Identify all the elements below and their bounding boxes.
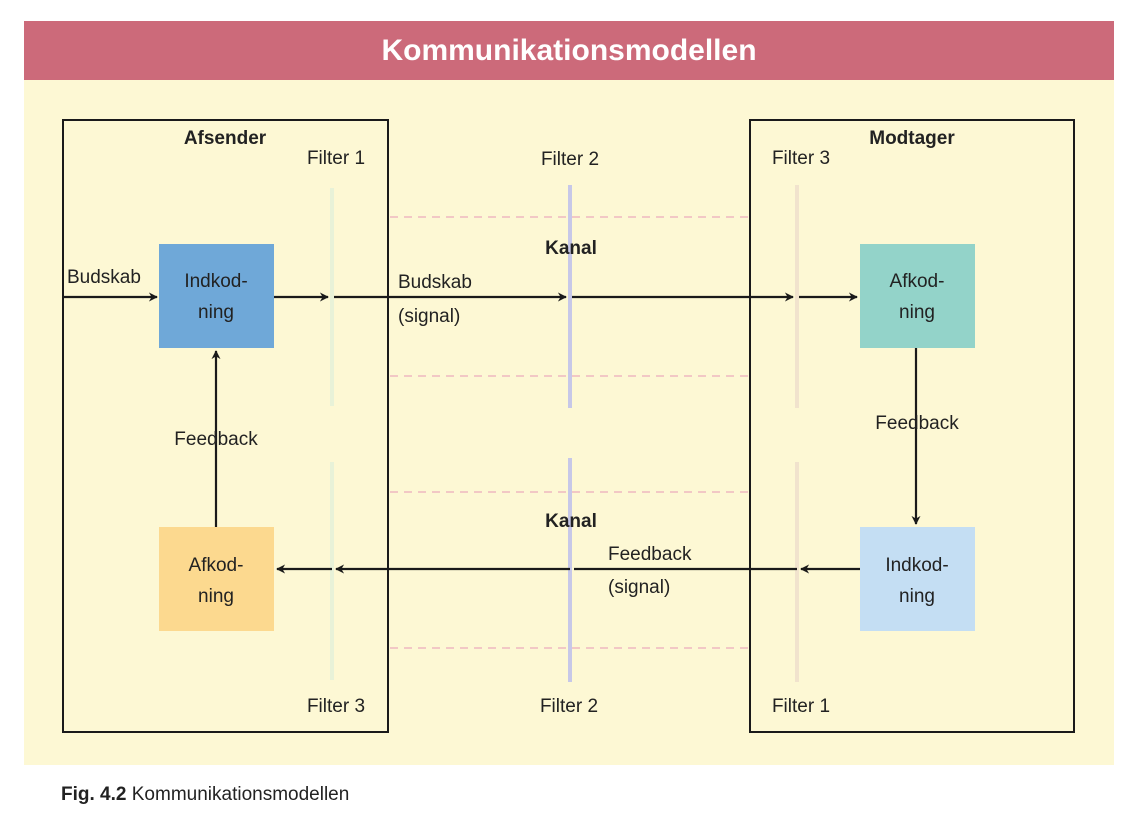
receiver-decoding-label-line2: ning [899, 302, 935, 323]
receiver-filter-bottom-label: Filter 1 [772, 696, 830, 717]
receiver-encoding-box [860, 527, 975, 631]
channel-feedback-label: Feedback [608, 544, 692, 565]
sender-decoding-label-line1: Afkod- [189, 555, 244, 576]
channel-feedback-signal-label: (signal) [608, 577, 670, 598]
sender-filter-bottom-label: Filter 3 [307, 696, 365, 717]
channel-label-bottom: Kanal [545, 511, 597, 532]
figure-caption: Fig. 4.2 Kommunikationsmodellen [61, 784, 349, 806]
sender-decoding-box [159, 527, 274, 631]
channel-filter-bottom-label: Filter 2 [540, 696, 598, 717]
receiver-decoding-box [860, 244, 975, 348]
channel-filter-top-label: Filter 2 [541, 149, 599, 170]
sender-encoding-label-line2: ning [198, 302, 234, 323]
sender-encoding-box [159, 244, 274, 348]
sender-feedback-label: Feedback [174, 429, 258, 450]
receiver-encoding-label-line1: Indkod- [885, 555, 948, 576]
receiver-filter-top-label: Filter 3 [772, 148, 830, 169]
sender-encoding-label-line1: Indkod- [184, 271, 247, 292]
sender-heading: Afsender [184, 128, 267, 149]
channel-label-top: Kanal [545, 238, 597, 259]
sender-frame [62, 119, 389, 733]
receiver-heading: Modtager [869, 128, 955, 149]
channel-message-signal-label: (signal) [398, 306, 460, 327]
sender-decoding-label-line2: ning [198, 586, 234, 607]
page-title: Kommunikationsmodellen [381, 34, 757, 67]
channel-dashed-lines [390, 216, 750, 649]
receiver-encoding-label-line2: ning [899, 586, 935, 607]
filter-bars [330, 185, 799, 682]
channel-message-label: Budskab [398, 272, 472, 293]
input-message-label: Budskab [67, 267, 141, 288]
receiver-decoding-label-line1: Afkod- [890, 271, 945, 292]
arrows [63, 292, 921, 574]
sender-filter-top-label: Filter 1 [307, 148, 365, 169]
figure-caption-text: Kommunikationsmodellen [131, 784, 350, 805]
figure-number: Fig. 4.2 [61, 784, 127, 805]
title-banner: Kommunikationsmodellen [24, 21, 1114, 80]
receiver-frame [749, 119, 1075, 733]
receiver-feedback-label: Feedback [875, 413, 959, 434]
